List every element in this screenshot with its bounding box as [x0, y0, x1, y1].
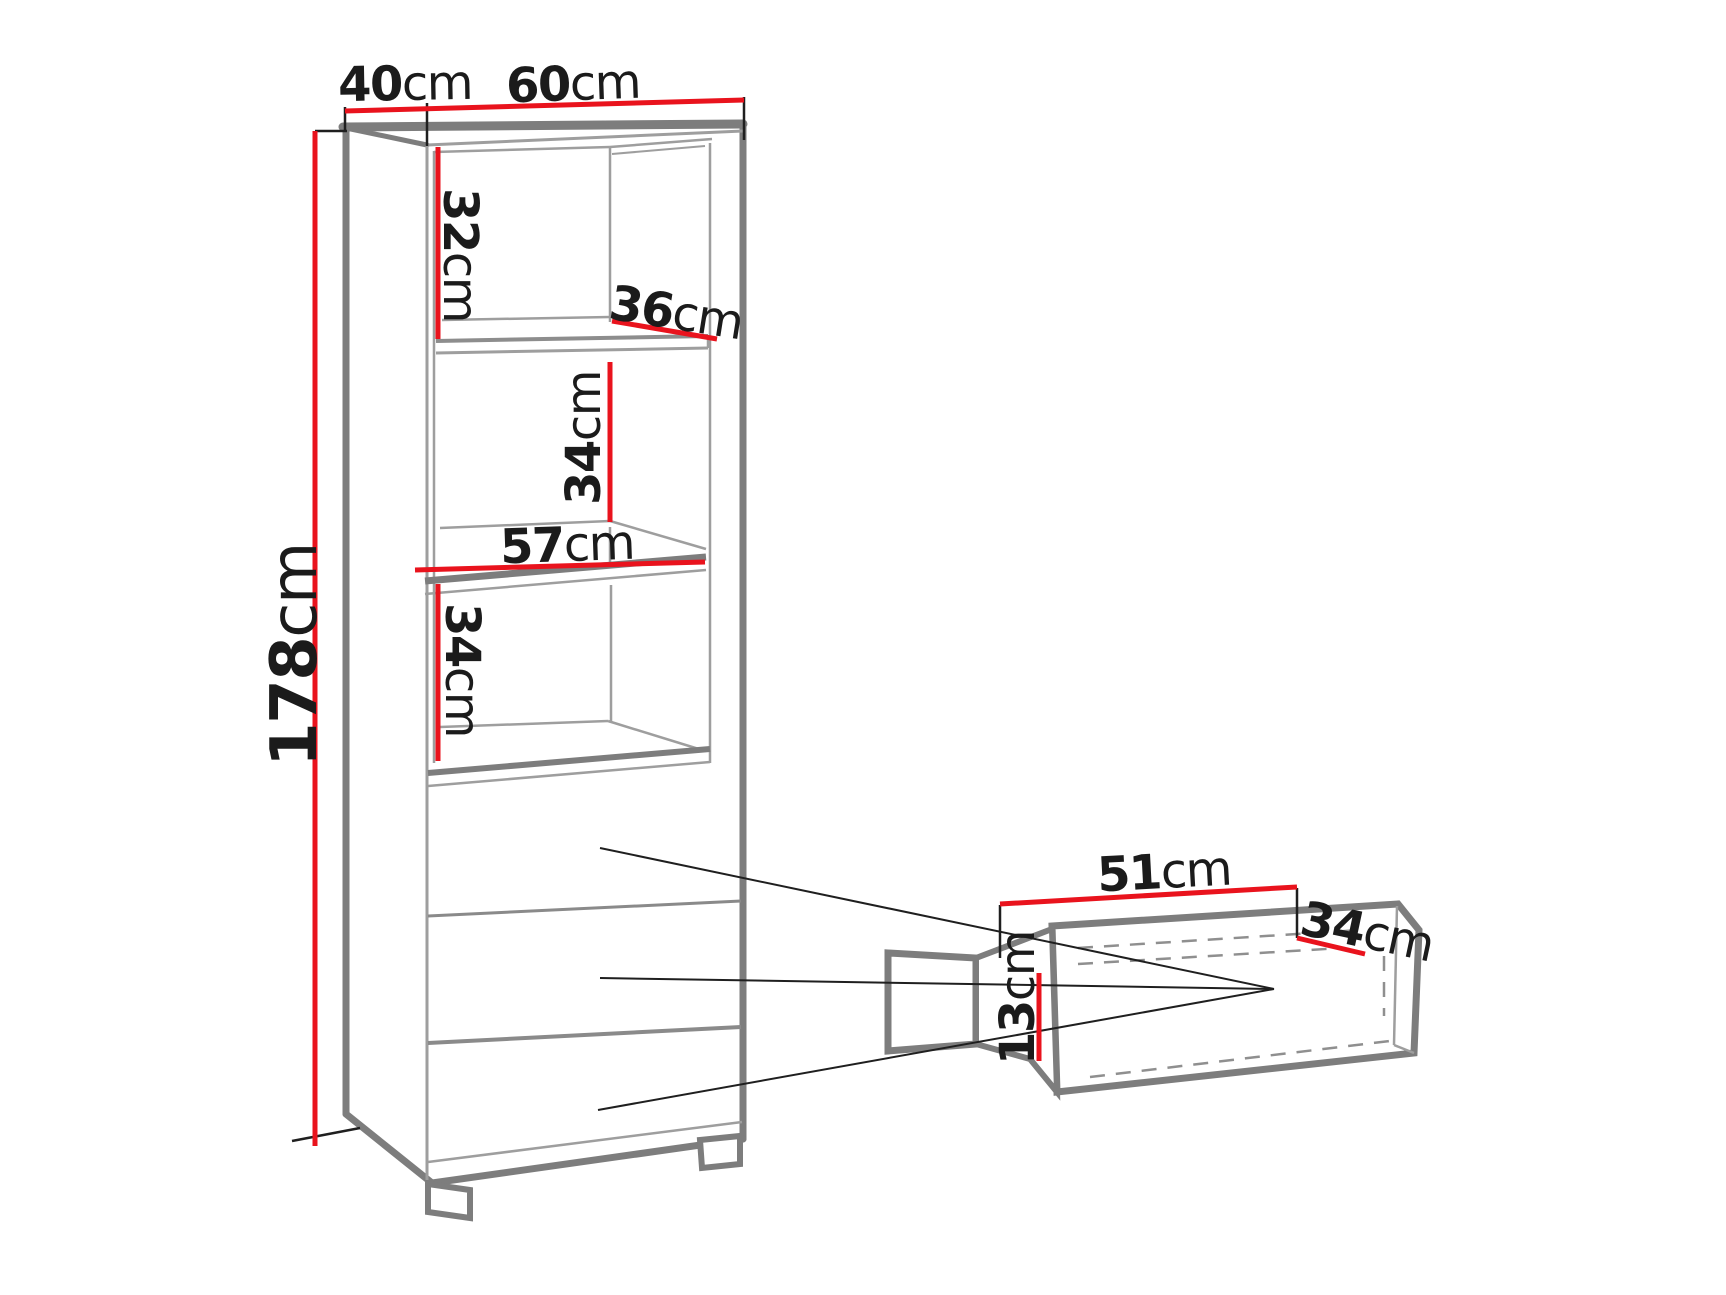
dimension-label-top-opening-32cm: 32cm: [432, 188, 488, 322]
shelf1-back-edge: [441, 315, 611, 322]
dimension-label-shelf-width-57cm: 57cm: [499, 514, 635, 576]
shelf3-front-edge: [427, 746, 711, 776]
drawer-front-panel-end: [884, 949, 980, 1055]
dimension-line-top-40-60: [344, 97, 745, 114]
cabinet-interior: [425, 129, 744, 1180]
drawer-dashed-top-inner: [1077, 946, 1343, 966]
callout-line-drawer3: [597, 988, 1275, 1111]
shelf3-right-diagonal: [607, 719, 703, 752]
drawer-right-crease: [1392, 905, 1399, 1046]
drawer-divider-1: [427, 899, 742, 918]
dimension-label-middle-opening-34cm: 34cm: [556, 371, 612, 505]
shelf2-back-edge: [439, 519, 611, 530]
cabinet-front-bottom-edge: [428, 1135, 747, 1187]
drawer-dashed-top: [1077, 928, 1361, 950]
interior-right-wall-top-inner: [611, 145, 706, 155]
drawer-dividers: [427, 899, 742, 1045]
cabinet-foot-left: [425, 1180, 473, 1222]
cabinet-feet: [425, 1132, 743, 1222]
dimension-label-width-60cm: 60cm: [505, 53, 641, 115]
interior-right-wall-top: [609, 137, 713, 149]
dimension-label-depth-40cm: 40cm: [337, 54, 473, 114]
shelf2-front-bottom: [424, 568, 707, 596]
plinth-top-line: [427, 1120, 743, 1164]
dimension-line-51: [999, 884, 1298, 907]
callout-lines: [597, 847, 1275, 1111]
shelf1-front-bottom: [435, 346, 709, 355]
dimension-label-lower-opening-34cm: 34cm: [434, 603, 490, 737]
dimension-label-height-178cm: 178cm: [258, 543, 332, 767]
dimension-line-57: [414, 559, 706, 573]
shelves: [424, 315, 711, 788]
shelf2-right-diagonal: [609, 519, 707, 551]
cabinet-foot-right: [696, 1132, 743, 1172]
cabinet-side-bottom-edge: [342, 1110, 436, 1187]
callout-line-drawer2: [599, 977, 1275, 990]
dimension-line-36: [611, 318, 718, 342]
dimension-line-34-drawer: [1296, 935, 1366, 957]
dimension-lines: [312, 97, 1366, 1146]
cabinet-outline: [338, 119, 748, 1187]
shelf3-back-edge: [439, 719, 609, 729]
cabinet-top-edge: [338, 119, 748, 132]
tick-height-bottom: [291, 1126, 361, 1143]
drawer-right-bottom-crease: [1393, 1043, 1415, 1055]
shelf3-front-bottom: [427, 760, 711, 788]
cabinet-front-top-edge: [426, 129, 744, 147]
dimension-label-drawer-front-13cm: 13cm: [990, 931, 1046, 1065]
drawer-divider-2: [427, 1025, 742, 1045]
shelf1-front-top: [435, 334, 709, 343]
dimension-label-drawer-width-51cm: 51cm: [1095, 840, 1233, 904]
interior-ceiling: [433, 145, 611, 154]
drawer-hidden-edges: [1077, 928, 1391, 1079]
cabinet-top-left-corner: [343, 125, 430, 148]
callout-line-drawer1: [599, 847, 1275, 990]
